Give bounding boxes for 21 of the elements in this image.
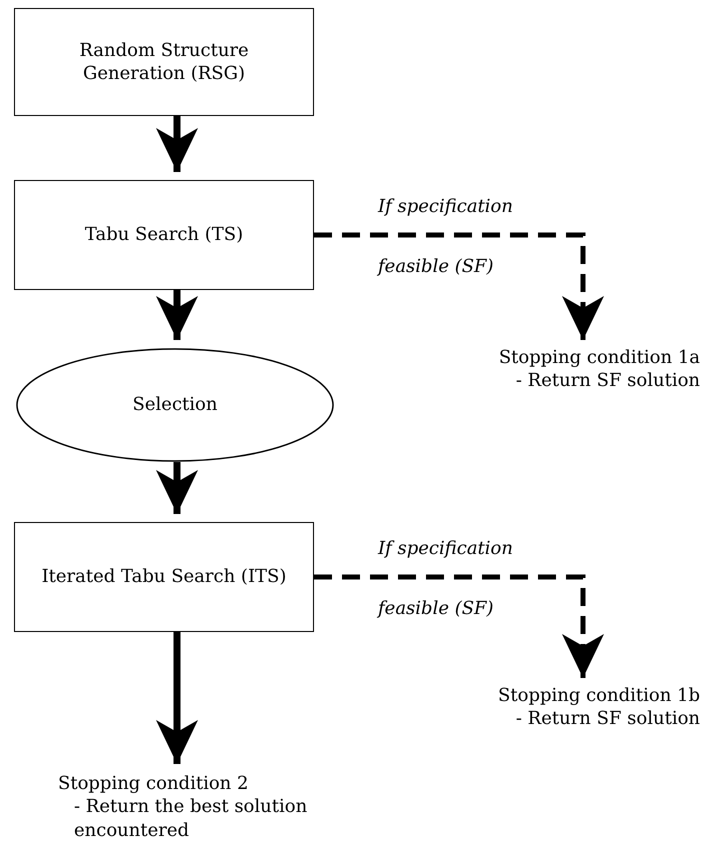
result-note: - Return SF solution	[516, 369, 700, 393]
arrow	[156, 290, 198, 340]
process-box	[14, 180, 314, 290]
result-note: - Return SF solution	[516, 707, 700, 731]
stopping-condition: Stopping condition 1b	[498, 684, 700, 708]
arrow	[156, 632, 198, 764]
edge-label: If specification feasible (SF)	[378, 537, 514, 621]
edge-label: If specification feasible (SF)	[378, 195, 514, 279]
arrow	[314, 232, 604, 340]
step-label: Iterated Tabu Search (ITS)	[42, 565, 286, 589]
step-label: Tabu Search (TS)	[84, 223, 244, 247]
step-label: Selection	[132, 393, 218, 417]
process-box	[14, 522, 314, 632]
stopping-condition: Stopping condition 2	[58, 772, 248, 796]
stopping-condition: Stopping condition 1a	[498, 346, 700, 370]
process-box	[14, 8, 314, 116]
arrow	[156, 462, 198, 514]
arrow	[156, 116, 198, 172]
result-note: - Return the best solution encountered	[73, 795, 308, 842]
arrow	[314, 574, 604, 678]
step-label: Random Structure Generation (RSG)	[78, 38, 250, 86]
